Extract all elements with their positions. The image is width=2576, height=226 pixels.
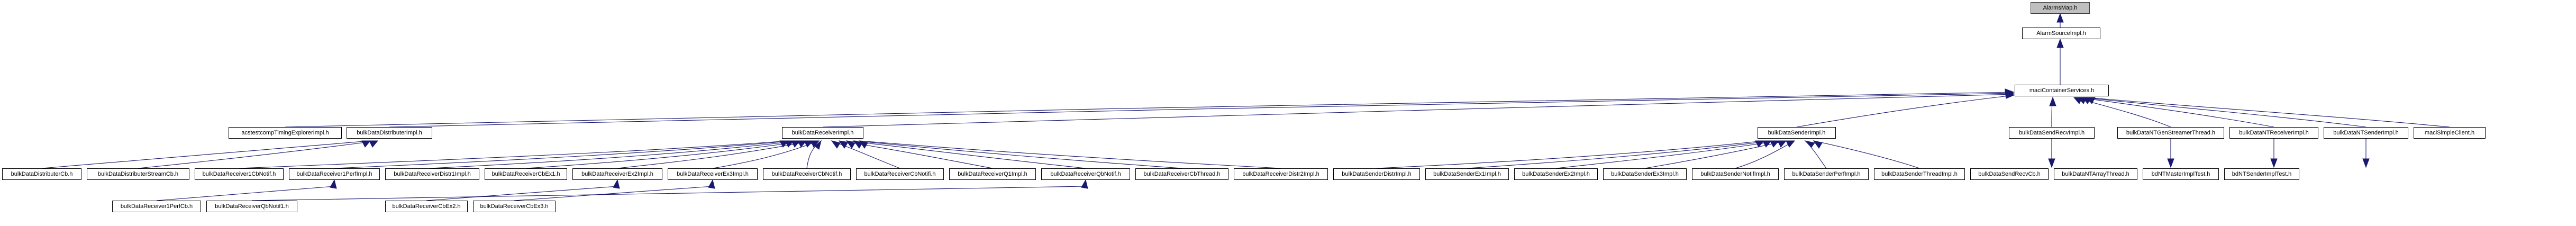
graph-node[interactable]: bulkDataSenderEx1Impl.h	[1425, 168, 1509, 180]
graph-node[interactable]: bulkDataReceiver1PerfCb.h	[112, 201, 201, 212]
graph-node[interactable]: bulkDataSenderEx3Impl.h	[1603, 168, 1687, 180]
graph-node[interactable]: bulkDataReceiverQbNotif1.h	[206, 201, 297, 212]
graph-node[interactable]: bulkDataReceiverDistr2Impl.h	[1234, 168, 1328, 180]
edge-fan-to-bulkdata-receiver-impl	[239, 140, 1281, 169]
edge-row4-down-connectors	[2048, 139, 2370, 168]
graph-node[interactable]: bulkDataReceiverCbThread.h	[1135, 168, 1228, 180]
graph-node[interactable]: bulkDataReceiver1PerfImpl.h	[289, 168, 380, 180]
graph-node[interactable]: bulkDataReceiverCbEx1.h	[485, 168, 567, 180]
graph-node[interactable]: bulkDataDistributerStreamCb.h	[87, 168, 189, 180]
graph-node[interactable]: bulkDataSenderNotifImpl.h	[1692, 168, 1779, 180]
graph-node[interactable]: bulkDataReceiverEx3Impl.h	[668, 168, 758, 180]
graph-node[interactable]: bdNTMasterImplTest.h	[2143, 168, 2219, 180]
graph-node[interactable]: AlarmSourceImpl.h	[2022, 28, 2100, 39]
graph-node[interactable]: bulkDataReceiverEx2Impl.h	[572, 168, 662, 180]
graph-node[interactable]: maciContainerServices.h	[2015, 85, 2109, 96]
graph-node[interactable]: bulkDataReceiver1CbNotif.h	[195, 168, 284, 180]
graph-node[interactable]: bulkDataReceiverQbNotif.h	[1041, 168, 1130, 180]
graph-node[interactable]: bulkDataNTArrayThread.h	[2054, 168, 2137, 180]
graph-node[interactable]: acstestcompTimingExplorerImpl.h	[229, 127, 342, 139]
graph-node[interactable]: bulkDataSenderDistrImpl.h	[1333, 168, 1420, 180]
graph-node[interactable]: bulkDataSenderPerfImpl.h	[1784, 168, 1869, 180]
graph-node[interactable]: bulkDataReceiverCbEx2.h	[385, 201, 468, 212]
graph-node[interactable]: maciSimpleClient.h	[2414, 127, 2486, 139]
edge-root-chain	[2056, 13, 2064, 85]
graph-node[interactable]: bulkDataNTSenderImpl.h	[2324, 127, 2408, 139]
graph-node[interactable]: bulkDataReceiverDistr1Impl.h	[385, 168, 479, 180]
graph-node[interactable]: bulkDataSenderImpl.h	[1758, 127, 1836, 139]
graph-node[interactable]: bulkDataSendRecvImpl.h	[2009, 127, 2095, 139]
graph-node[interactable]: bulkDataNTGenStreamerThread.h	[2117, 127, 2224, 139]
graph-node[interactable]: bulkDataSenderThreadImpl.h	[1874, 168, 1965, 180]
graph-node[interactable]: bulkDataReceiverImpl.h	[782, 127, 863, 139]
graph-node[interactable]: bulkDataNTReceiverImpl.h	[2229, 127, 2318, 139]
graph-node[interactable]: bulkDataSendRecvCb.h	[1970, 168, 2049, 180]
graph-node-root[interactable]: AlarmsMap.h	[2031, 2, 2090, 14]
graph-node[interactable]: bulkDataReceiverQ1Impl.h	[949, 168, 1036, 180]
edge-fan-to-bulkdata-sender-impl	[1376, 140, 1920, 169]
graph-node[interactable]: bulkDataReceiverCbNotif.h	[763, 168, 851, 180]
graph-node[interactable]: bulkDataSenderEx2Impl.h	[1514, 168, 1598, 180]
edge-fan-to-container-services	[285, 88, 2450, 128]
graph-node[interactable]: bdNTSenderImplTest.h	[2224, 168, 2299, 180]
edge-fan-to-bulkdata-distributer-impl	[41, 140, 379, 169]
graph-node[interactable]: bulkDataReceiverCbEx3.h	[473, 201, 556, 212]
graph-node[interactable]: bulkDataDistributerImpl.h	[347, 127, 432, 139]
edge-row6-to-row5	[156, 179, 1088, 201]
graph-node[interactable]: bulkDataReceiverCbNotifi.h	[856, 168, 944, 180]
graph-node[interactable]: bulkDataDistributerCb.h	[2, 168, 81, 180]
